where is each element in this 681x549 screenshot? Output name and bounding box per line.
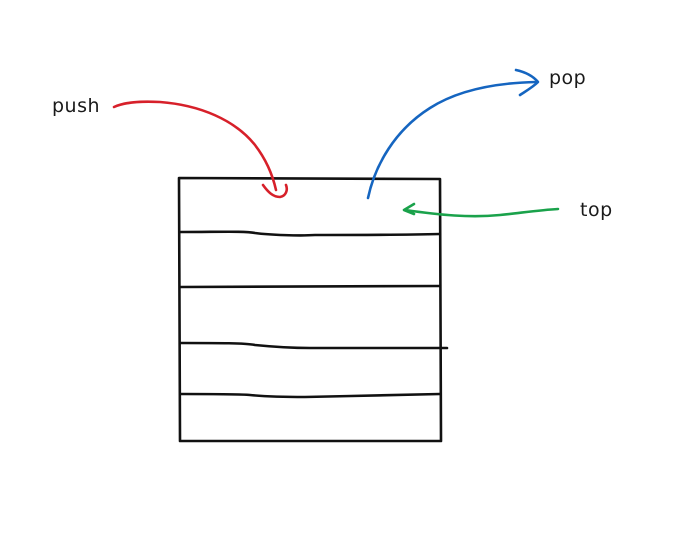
push-arrow-head <box>261 183 289 199</box>
stack-box <box>177 176 449 443</box>
push-label: push <box>52 95 101 117</box>
stack-divider <box>179 392 442 399</box>
stack-divider <box>179 284 442 289</box>
pop-arrow <box>366 68 540 200</box>
stack-outline <box>177 176 443 443</box>
stack-divider <box>179 230 442 237</box>
push-arrow-curve <box>112 100 278 192</box>
top-label: top <box>580 199 613 221</box>
top-arrow-line <box>403 207 560 218</box>
top-arrow <box>402 202 560 218</box>
pop-arrow-head <box>514 68 540 97</box>
pop-label: pop <box>549 67 587 89</box>
top-arrow-head <box>402 202 416 216</box>
push-arrow <box>112 100 289 199</box>
stack-divider <box>179 341 449 350</box>
pop-arrow-curve <box>366 80 538 200</box>
